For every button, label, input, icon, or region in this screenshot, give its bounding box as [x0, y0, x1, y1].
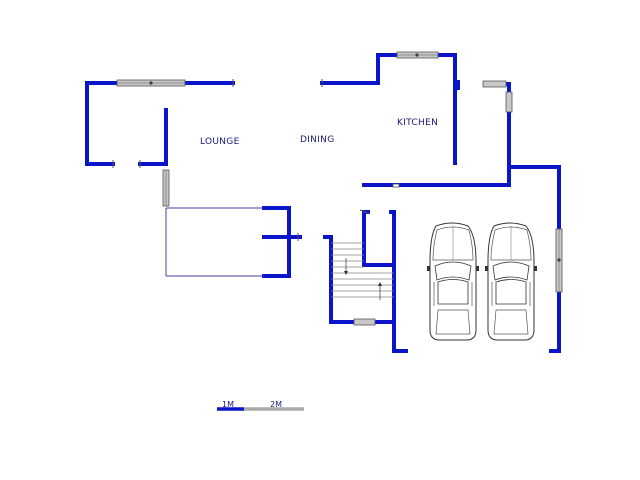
door-stubs [112, 79, 371, 241]
window-kitchen-right-b [505, 91, 513, 113]
walls [85, 53, 561, 353]
scale-bar: 1M 2M [217, 400, 304, 411]
windows [116, 51, 563, 326]
wall-lounge-top-left [85, 81, 119, 166]
door-jamb-kitchen [392, 183, 400, 188]
window-stair-bottom [353, 318, 376, 326]
staircase [331, 242, 394, 300]
scale-label-2m: 2M [270, 400, 282, 409]
wall-garage-right [507, 165, 561, 231]
window-kitchen-right-a [482, 80, 507, 88]
wall-kitchen-bottom [362, 110, 511, 187]
wall-stair-left [323, 235, 356, 324]
window-garage-right [555, 228, 563, 293]
wall-dining-top [320, 53, 399, 85]
window-lounge-top [116, 79, 186, 87]
wall-lounge-inner [138, 108, 168, 166]
wall-garage-right-lower [549, 290, 561, 353]
window-kitchen-top [396, 51, 439, 59]
room-label-lounge: LOUNGE [200, 137, 240, 147]
wall-patio-top [262, 206, 291, 278]
car-left [427, 222, 479, 341]
room-label-dining: DINING [300, 135, 334, 145]
cars [427, 222, 537, 341]
wall-kitchen-top [436, 53, 457, 165]
wall-garage-left [389, 210, 408, 353]
wall-stair-inner [362, 210, 396, 267]
car-right [485, 222, 537, 341]
scale-label-1m: 1M [222, 400, 234, 409]
window-lounge-inner [162, 169, 170, 207]
room-label-kitchen: KITCHEN [397, 118, 438, 128]
